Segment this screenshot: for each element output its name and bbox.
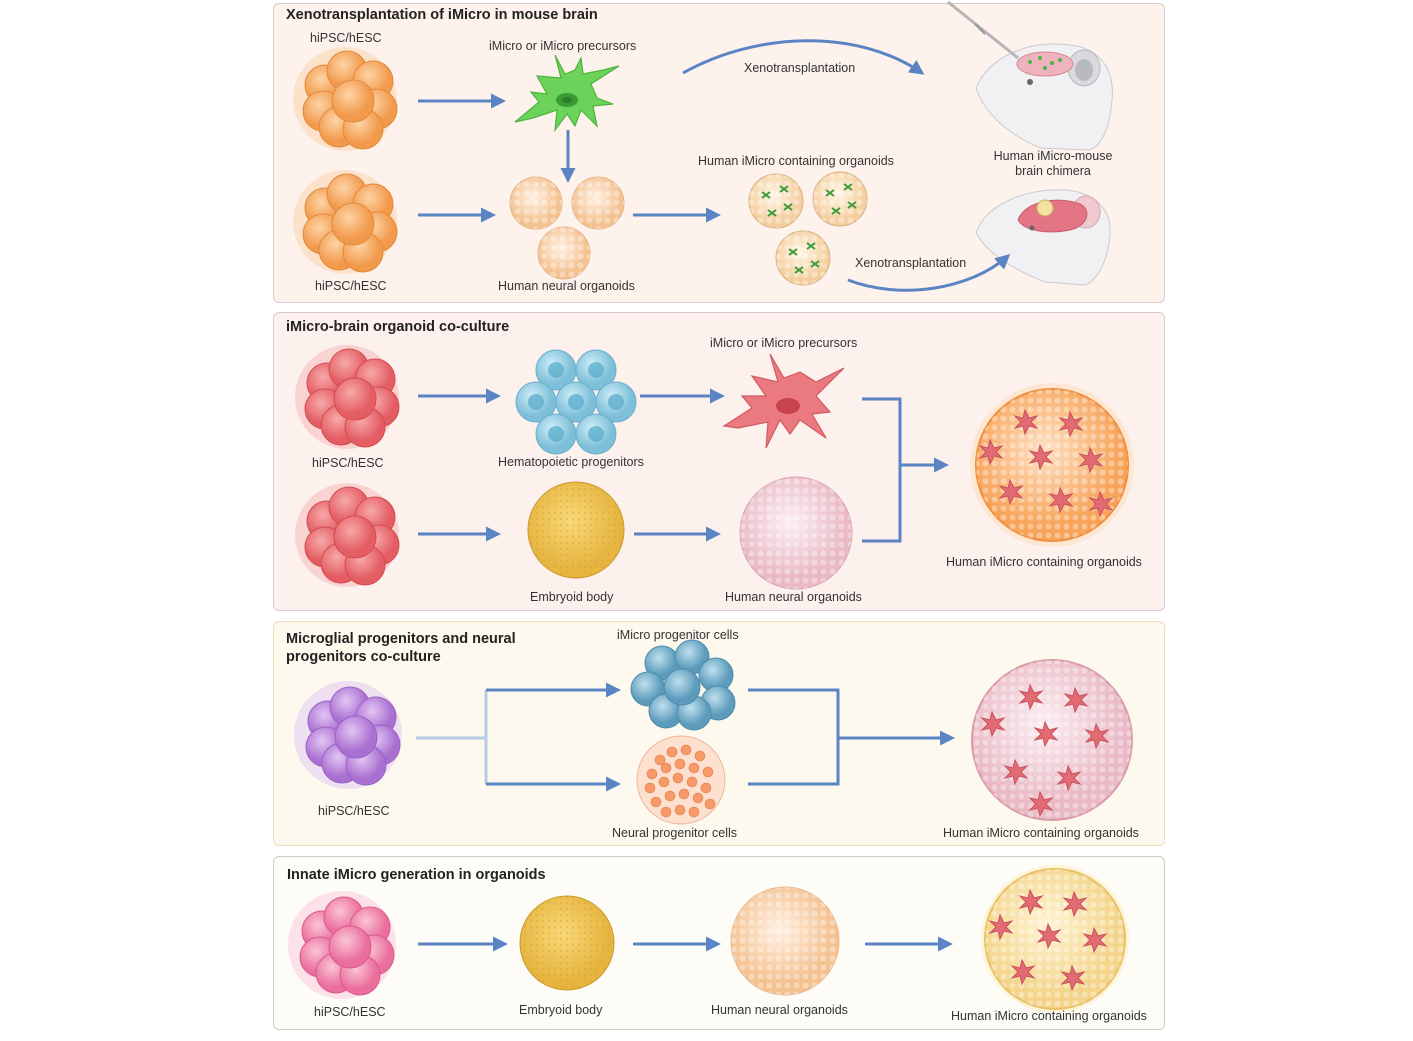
imicro-progenitor-cluster bbox=[630, 639, 736, 731]
label-stem-p4: hiPSC/hESC bbox=[314, 1005, 386, 1019]
stem-cell-cluster-red-bottom bbox=[295, 483, 400, 587]
imicro-organoid-pink-panel3 bbox=[971, 659, 1133, 821]
neural-organoid-peach-panel4 bbox=[730, 886, 840, 996]
label-stem-bottom: hiPSC/hESC bbox=[315, 279, 387, 293]
imicro-organoid-green-3 bbox=[775, 230, 831, 286]
neural-organoid-pink bbox=[739, 476, 853, 590]
label-hematopoietic: Hematopoietic progenitors bbox=[498, 455, 644, 469]
bracket-split-panel3 bbox=[416, 690, 488, 784]
mouse-head-syringe bbox=[947, 0, 1113, 151]
panel-3-title: Microglial progenitors and neural progen… bbox=[286, 631, 516, 665]
neural-organoid-peach-3 bbox=[537, 226, 591, 280]
neural-organoid-peach-2 bbox=[571, 176, 625, 230]
stem-cell-cluster-red-top bbox=[295, 345, 400, 449]
hematopoietic-progenitors bbox=[515, 349, 637, 455]
arrow-xenotransplantation-top bbox=[682, 39, 925, 75]
label-progenitor-cells: iMicro progenitor cells bbox=[617, 628, 739, 642]
label-chimera: Human iMicro-mouse brain chimera bbox=[993, 149, 1113, 178]
label-stem-top: hiPSC/hESC bbox=[310, 31, 382, 45]
stem-cell-cluster-orange-bottom bbox=[293, 170, 398, 274]
microglia-red-cell bbox=[722, 353, 845, 449]
label-stem-p3: hiPSC/hESC bbox=[318, 804, 390, 818]
microglia-green-cell bbox=[514, 54, 620, 133]
imicro-organoid-green-2 bbox=[812, 171, 868, 227]
label-xeno-bottom: Xenotransplantation bbox=[855, 256, 967, 270]
embryoid-body-panel4 bbox=[519, 895, 615, 991]
label-containing-p3: Human iMicro containing organoids bbox=[943, 826, 1139, 840]
embryoid-body-panel2 bbox=[527, 481, 625, 579]
label-neural-organoids-p2: Human neural organoids bbox=[725, 590, 862, 604]
imicro-organoid-yellow bbox=[981, 865, 1129, 1013]
panel-1-title: Xenotransplantation of iMicro in mouse b… bbox=[286, 7, 598, 23]
label-neural-organoids-p1: Human neural organoids bbox=[498, 279, 635, 293]
stem-cell-cluster-purple bbox=[294, 681, 402, 789]
arrow-xenotransplantation-bottom bbox=[847, 254, 1011, 292]
neural-organoid-peach-1 bbox=[509, 176, 563, 230]
label-containing-p2: Human iMicro containing organoids bbox=[946, 555, 1142, 569]
label-embryoid-p2: Embryoid body bbox=[530, 590, 614, 604]
label-containing-p1: Human iMicro containing organoids bbox=[698, 154, 894, 168]
label-precursors-p1: iMicro or iMicro precursors bbox=[489, 39, 637, 53]
imicro-organoid-green-1 bbox=[748, 173, 804, 229]
label-containing-p4: Human iMicro containing organoids bbox=[951, 1009, 1147, 1023]
label-neural-progenitor: Neural progenitor cells bbox=[612, 826, 738, 840]
label-xeno-top: Xenotransplantation bbox=[744, 61, 856, 75]
panel-2-title: iMicro-brain organoid co-culture bbox=[286, 319, 510, 335]
label-stem-p2: hiPSC/hESC bbox=[312, 456, 384, 470]
neural-progenitor-cluster bbox=[636, 735, 726, 825]
bracket-merge-panel3 bbox=[748, 688, 952, 786]
imicro-organoid-orange bbox=[970, 383, 1134, 547]
mouse-head-chimera bbox=[975, 189, 1111, 286]
panel-4-title: Innate iMicro generation in organoids bbox=[287, 867, 546, 883]
label-neural-organoids-p4: Human neural organoids bbox=[711, 1003, 848, 1017]
stem-cell-cluster-orange-top bbox=[293, 47, 398, 151]
label-precursors-p2: iMicro or iMicro precursors bbox=[710, 336, 858, 350]
stem-cell-cluster-pink bbox=[288, 891, 396, 999]
label-embryoid-p4: Embryoid body bbox=[519, 1003, 603, 1017]
bracket-merge-panel2 bbox=[862, 397, 946, 543]
